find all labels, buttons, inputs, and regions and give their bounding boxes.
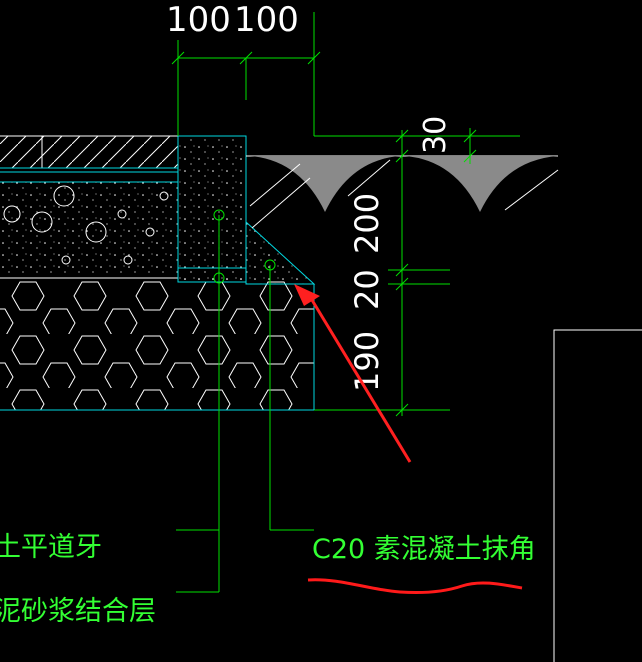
dim-vertical-2: 20 (348, 269, 386, 310)
surface-layer (0, 136, 178, 168)
red-arrow (294, 284, 412, 463)
curb-stone (177, 135, 247, 284)
dim-top-right: 100 (234, 0, 299, 40)
dim-vertical-1: 200 (348, 193, 386, 254)
label-fillet: C20 素混凝土抹角 (312, 534, 536, 565)
base-course (0, 182, 178, 278)
dimension-lines (171, 12, 520, 593)
subbase-hex-layer (0, 280, 314, 410)
dimension-texts: 100 100 30 200 20 190 (166, 0, 453, 392)
dim-right-top: 30 (418, 116, 453, 154)
label-curb: 土平道牙 (0, 532, 102, 563)
dim-top-left: 100 (166, 0, 231, 40)
dim-vertical-3: 190 (348, 331, 386, 392)
pavement-layers (0, 135, 450, 411)
label-mortar: 泥砂浆结合层 (0, 596, 156, 627)
base-circles (3, 185, 169, 265)
red-underline (307, 578, 523, 594)
frame-border (553, 329, 642, 662)
